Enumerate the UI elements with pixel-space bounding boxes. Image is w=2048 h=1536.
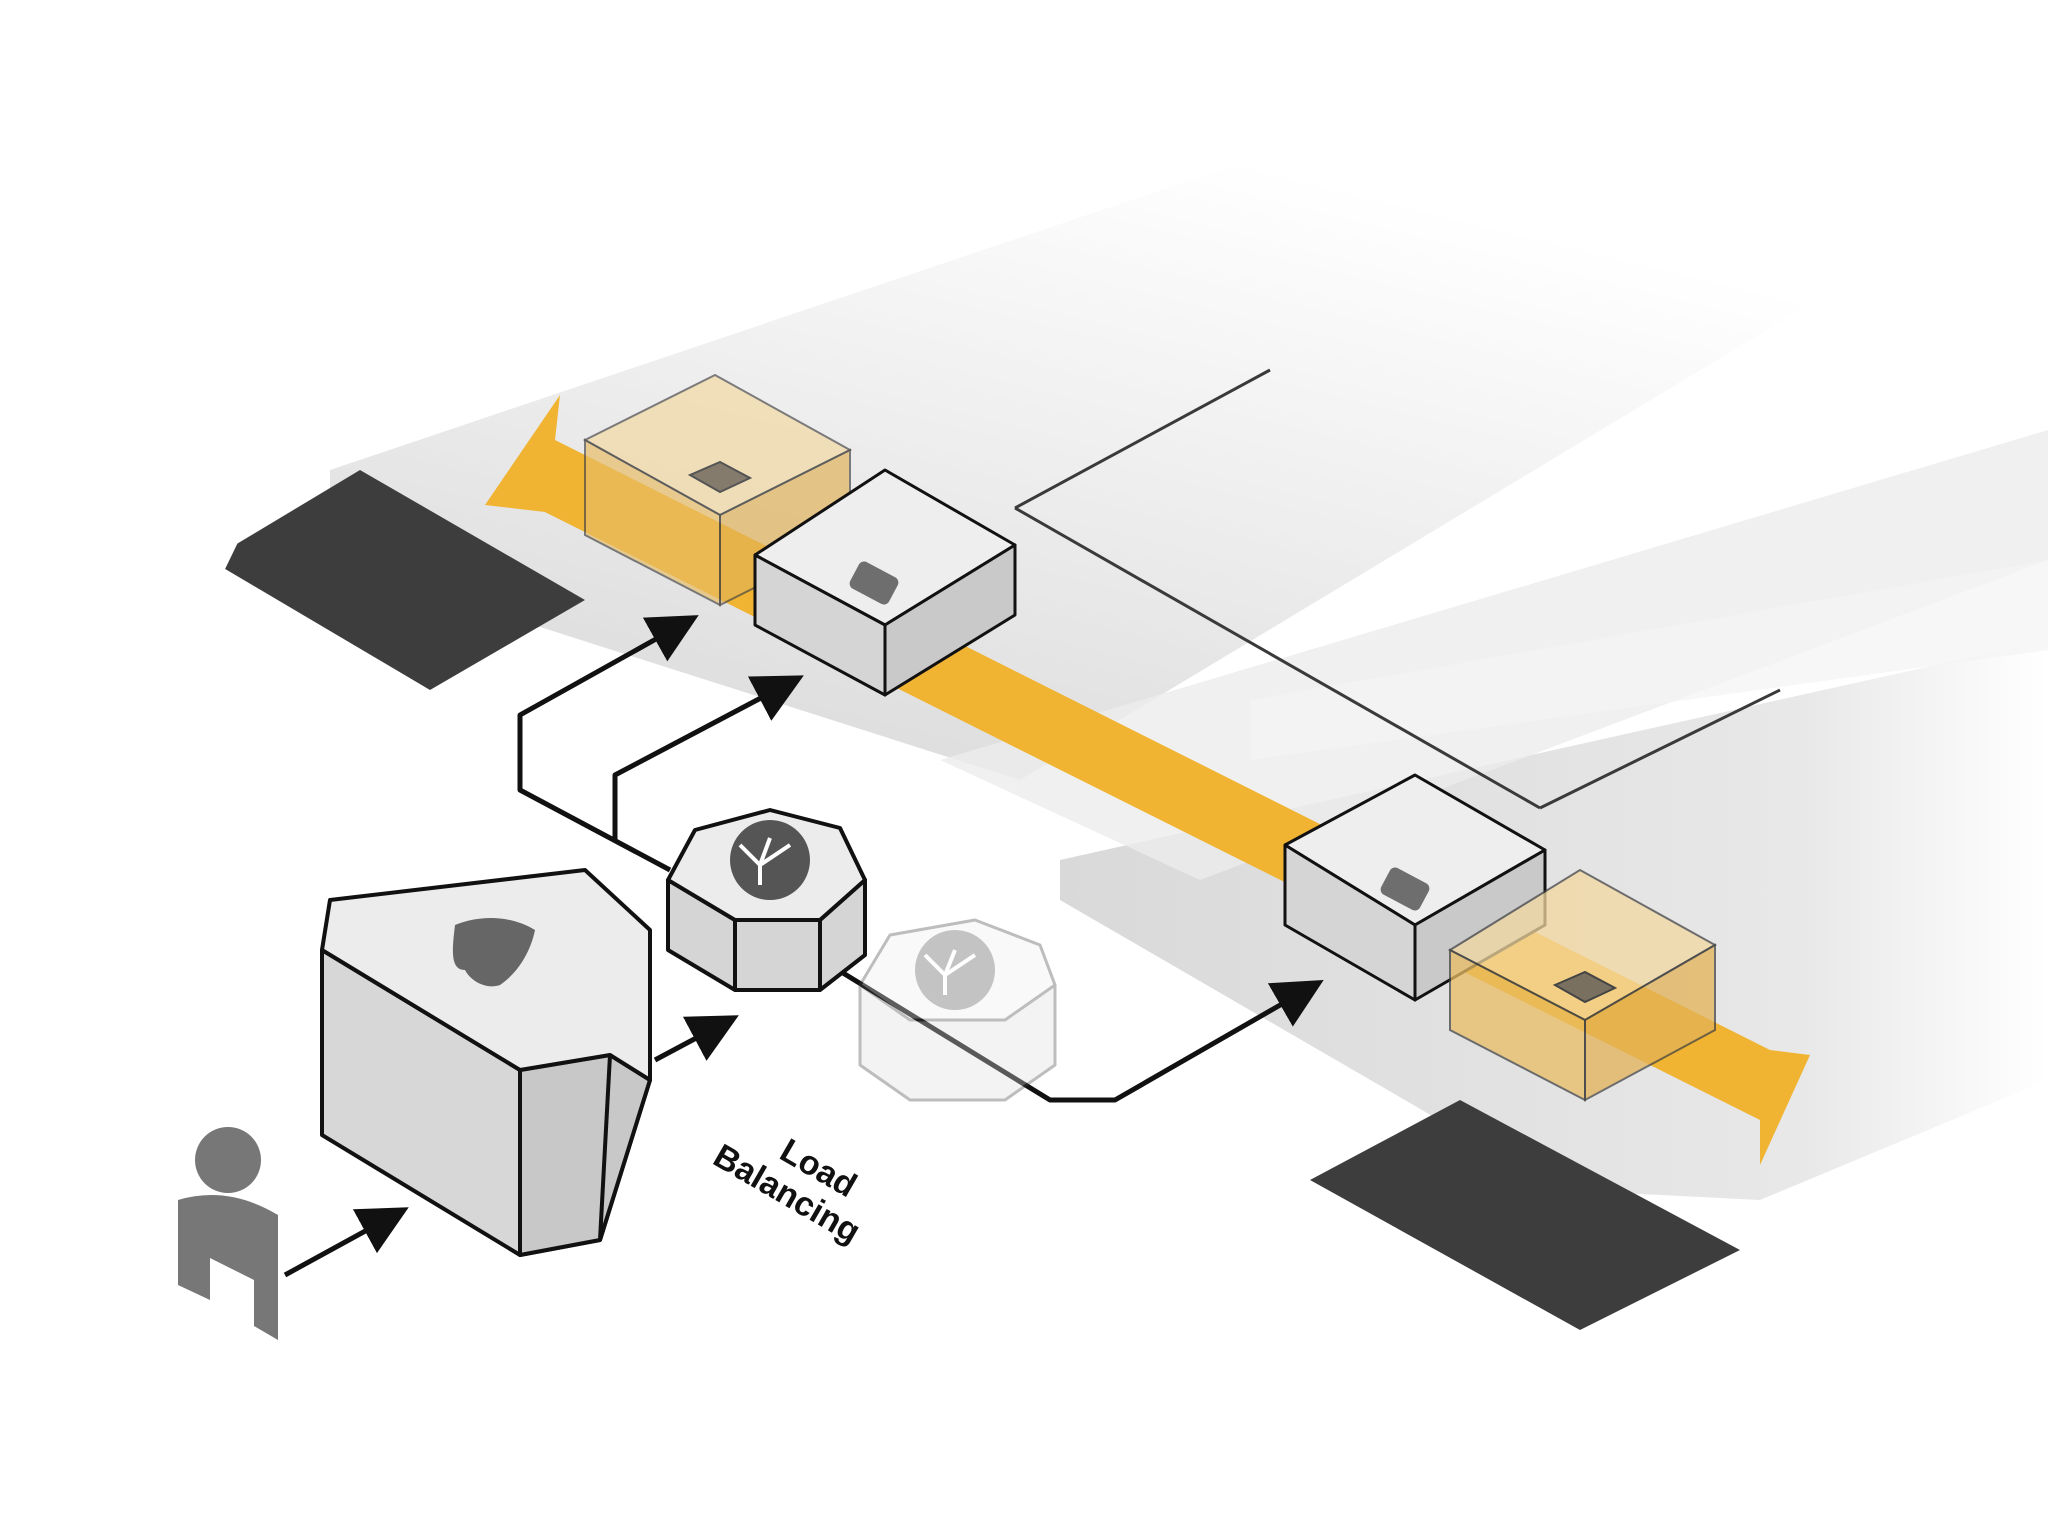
server-chip-icon	[1380, 867, 1430, 911]
zone-divider-lines	[1014, 368, 1781, 810]
load-balancing-label: Load Balancing	[707, 1132, 867, 1252]
load-balancer	[666, 808, 867, 992]
arrow-user-to-firewall	[283, 1207, 409, 1278]
firewall	[320, 868, 652, 1257]
traffic-arrows	[283, 615, 1324, 1278]
load-balancer-standby	[858, 918, 1057, 1102]
firewall-shield-icon	[452, 918, 535, 987]
server-chip-icon	[1552, 970, 1618, 1004]
user	[178, 1127, 278, 1340]
arrow-lb-to-server-b	[828, 962, 1324, 1103]
arrow-lb-to-server-a-standby	[517, 615, 699, 873]
standby-server-a	[582, 373, 853, 607]
arrow-firewall-to-lb	[653, 1015, 739, 1063]
server-a	[753, 468, 1017, 697]
server-chip-icon	[849, 561, 899, 605]
server-chip-icon	[687, 460, 753, 494]
zone-a-band	[330, 160, 1850, 780]
arrow-lb-to-server-a	[612, 675, 804, 840]
user-icon	[195, 1127, 261, 1193]
standby-server-b	[1447, 868, 1718, 1102]
load-balancer-standby-icon	[915, 930, 995, 1010]
